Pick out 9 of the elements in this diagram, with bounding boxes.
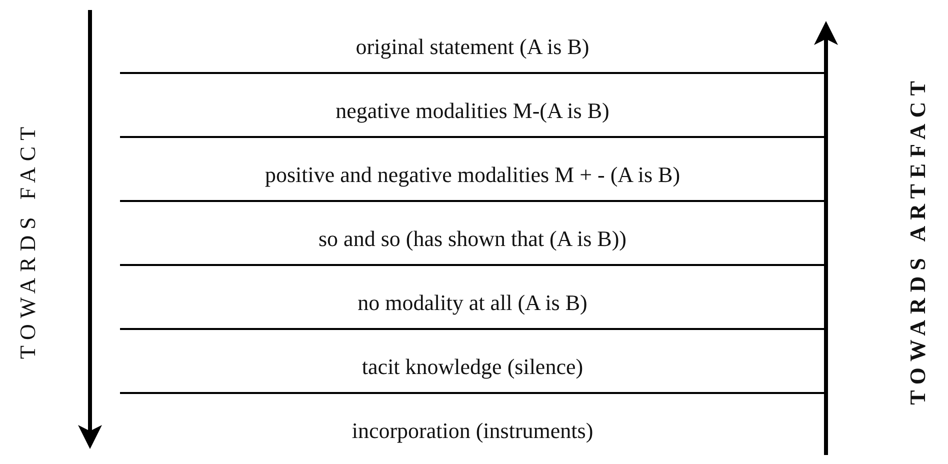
level-text: original statement (A is B) xyxy=(354,34,590,60)
direction-label: TOWARDS ARTEFACT xyxy=(904,75,931,405)
direction-label: TOWARDS FACT xyxy=(15,120,42,360)
level-text: no modality at all (A is B) xyxy=(356,290,588,316)
level-text: negative modalities M-(A is B) xyxy=(334,98,610,124)
level-text: incorporation (instruments) xyxy=(350,418,594,444)
level-text: positive and negative modalities M + - (A is B) xyxy=(264,162,682,188)
level-text: so and so (has shown that (A is B)) xyxy=(318,226,628,252)
level-text: tacit knowledge (silence) xyxy=(360,354,584,380)
